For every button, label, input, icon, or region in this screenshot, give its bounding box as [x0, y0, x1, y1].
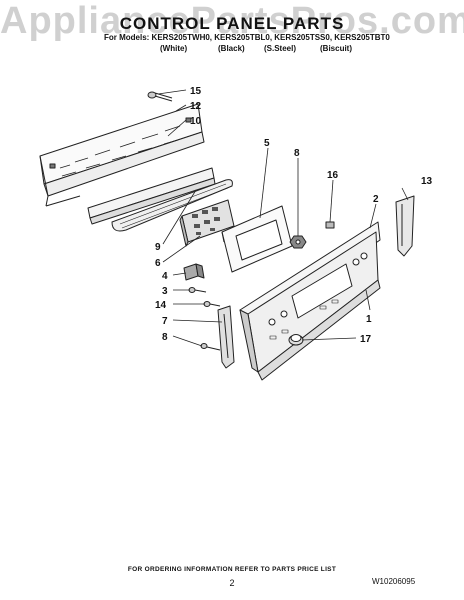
ordering-info: FOR ORDERING INFORMATION REFER TO PARTS …	[127, 566, 337, 573]
callout-10: 10	[190, 116, 202, 127]
callout-5: 5	[264, 138, 270, 149]
part-8-nut	[289, 235, 307, 249]
part-12-rear-panel	[39, 103, 205, 207]
callout-1: 1	[366, 314, 372, 325]
callout-8-upper: 8	[294, 148, 300, 159]
callout-7: 7	[162, 316, 168, 327]
document-id: W10206095	[372, 577, 416, 586]
part-8-screw	[200, 343, 221, 351]
part-15-screw	[147, 91, 173, 102]
variant-steel: (S.Steel)	[264, 44, 297, 53]
callout-4: 4	[162, 271, 168, 282]
callout-13: 13	[421, 176, 433, 187]
callout-8-lower: 8	[162, 332, 168, 343]
part-13-end-cap	[395, 195, 415, 257]
page-title: CONTROL PANEL PARTS	[119, 14, 345, 33]
part-2-control-console	[239, 221, 381, 381]
part-9-vent-grille	[111, 179, 233, 232]
callout-15: 15	[190, 86, 202, 97]
part-3-screw	[188, 287, 207, 293]
callout-3: 3	[162, 286, 168, 297]
variants-row: (White) (Black) (S.Steel) (Biscuit)	[0, 44, 464, 56]
callout-2: 2	[373, 194, 379, 205]
part-10-trim-strip	[87, 167, 216, 225]
part-4-bracket	[183, 263, 205, 281]
callout-17: 17	[360, 334, 372, 345]
variant-black: (Black)	[218, 44, 245, 53]
callout-labels: 15 12 10 9 6 5 8 16 2 13 4 3 14 7 8 1 17	[155, 86, 433, 345]
part-17-knob	[288, 334, 304, 346]
watermark: AppliancePartsPros.com	[0, 0, 464, 42]
part-16-clip	[325, 221, 335, 229]
callout-14: 14	[155, 300, 167, 311]
callout-6: 6	[155, 258, 161, 269]
leader-lines	[157, 89, 409, 347]
callout-16: 16	[327, 170, 339, 181]
part-14-screw	[203, 301, 221, 307]
callout-12: 12	[190, 101, 202, 112]
page-number: 2	[229, 578, 235, 588]
models-line: For Models: KERS205TWH0, KERS205TBL0, KE…	[104, 33, 390, 42]
variant-white: (White)	[160, 44, 188, 53]
part-5-overlay-panel	[221, 205, 293, 273]
callout-9: 9	[155, 242, 161, 253]
variant-biscuit: (Biscuit)	[320, 44, 352, 53]
part-7-end-cap	[217, 305, 235, 369]
